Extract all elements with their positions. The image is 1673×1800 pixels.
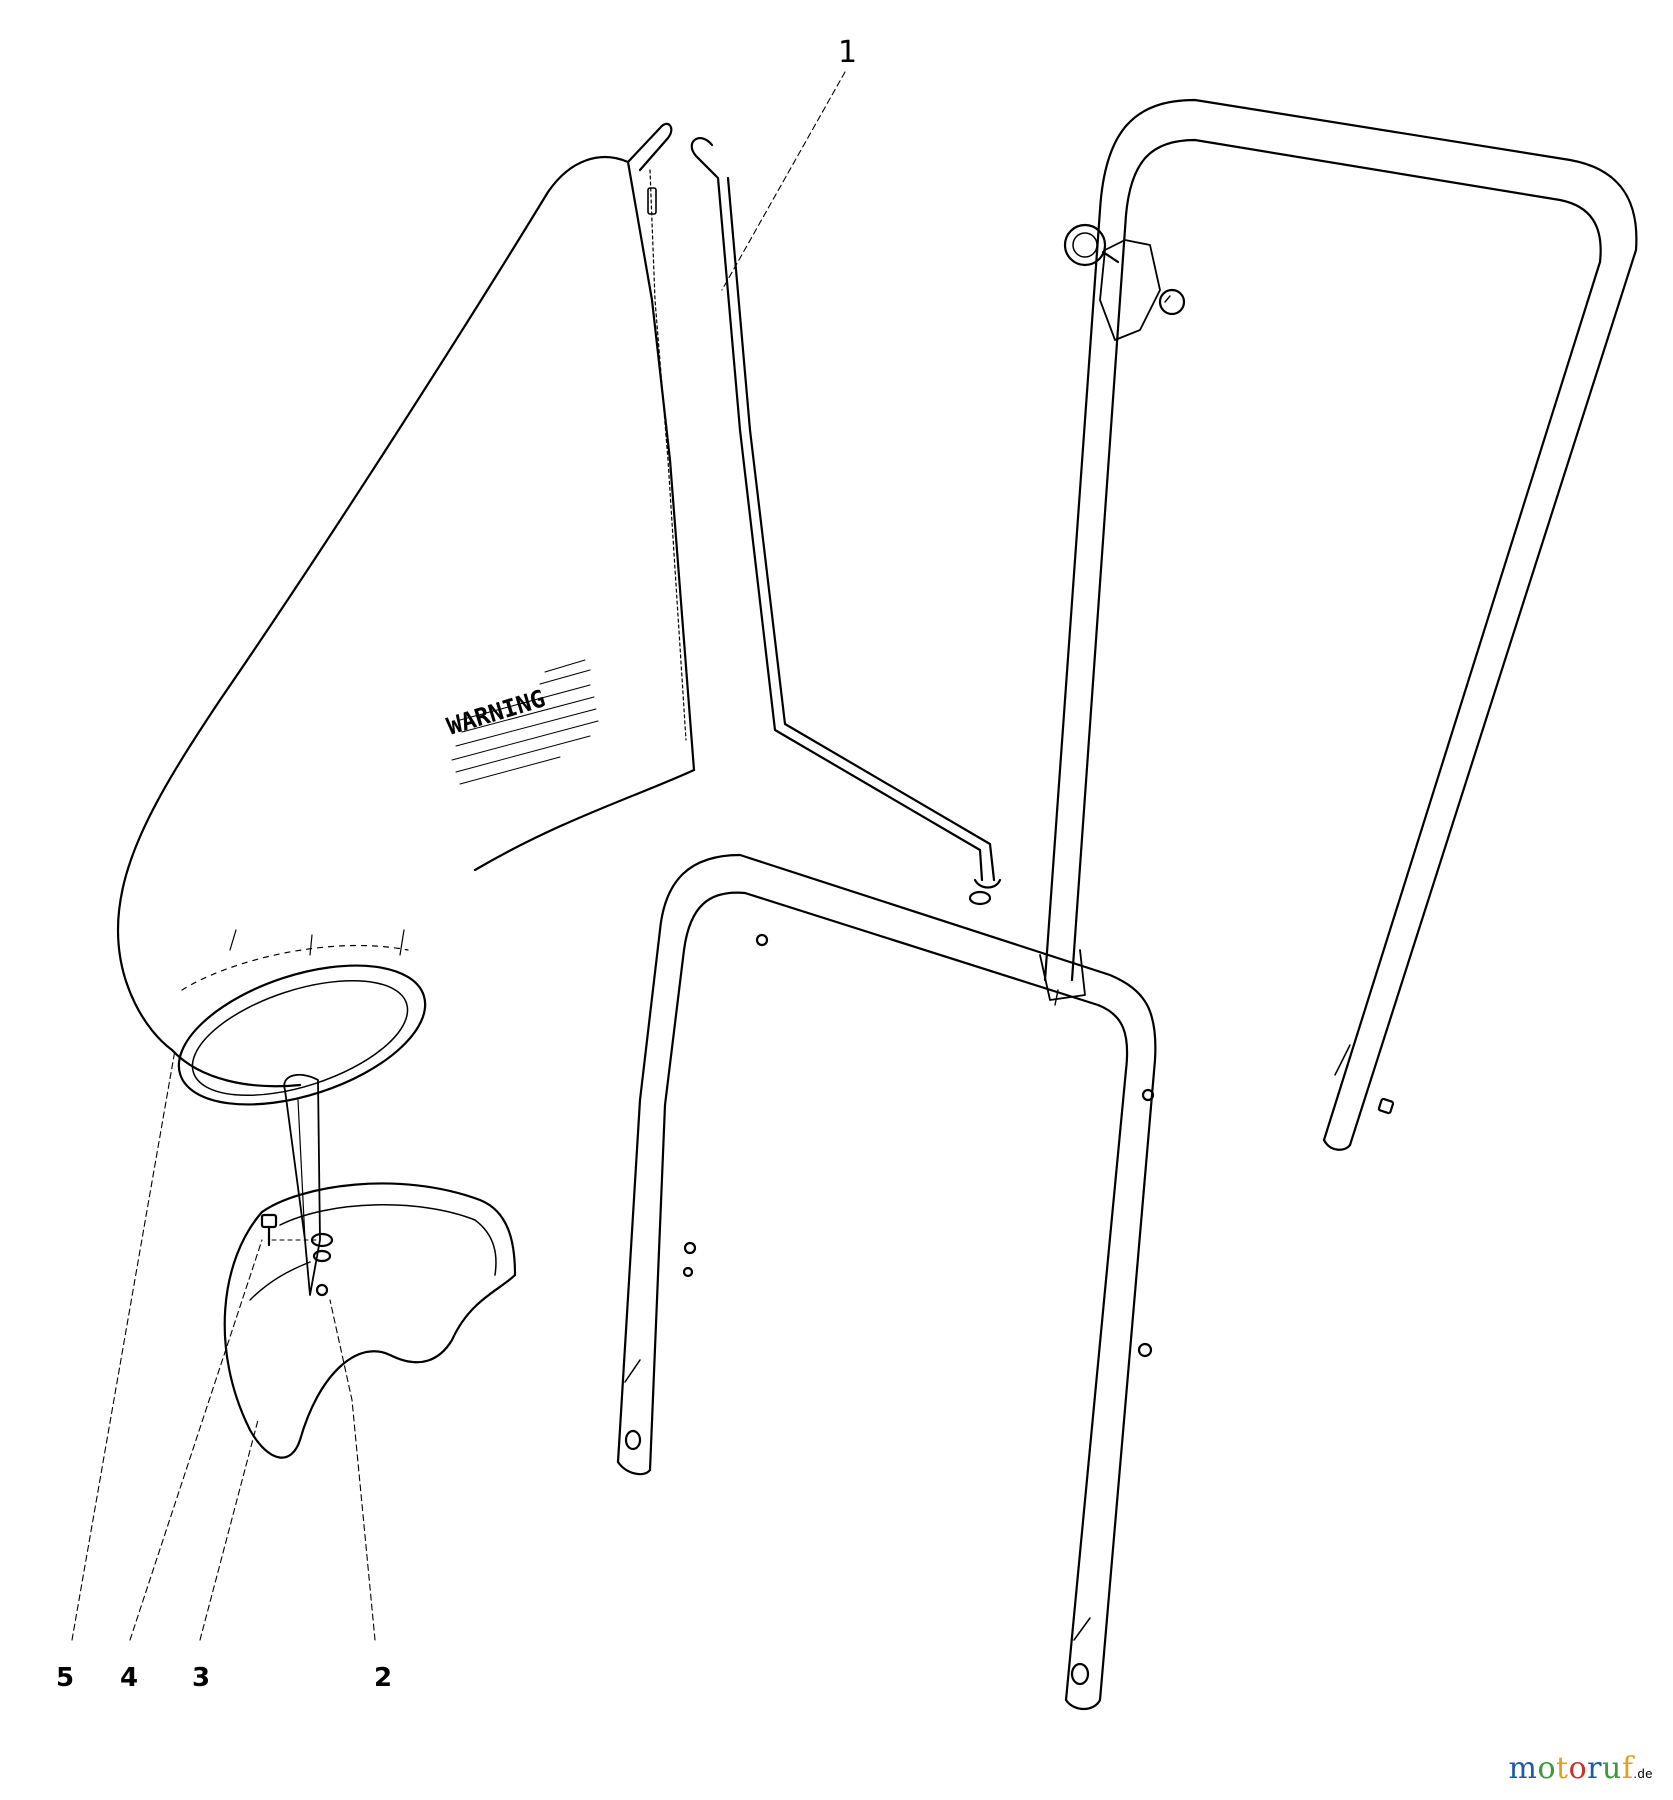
leader-lines	[71, 71, 846, 1641]
callout-3: 3	[192, 1663, 210, 1693]
watermark-letter: t	[1556, 1751, 1569, 1786]
deflector-shield	[223, 1073, 517, 1459]
watermark-suffix: .de	[1633, 1766, 1653, 1781]
bag-warning-label: WARNING	[444, 684, 549, 740]
watermark-logo: motoruf.de	[1509, 1751, 1654, 1786]
watermark-letter: m	[1508, 1751, 1538, 1786]
callout-4: 4	[120, 1663, 138, 1693]
callout-5: 5	[56, 1663, 74, 1693]
watermark-letter: o	[1568, 1751, 1588, 1786]
watermark-letter: o	[1537, 1751, 1557, 1786]
callout-1: 1	[838, 35, 857, 70]
support-rod	[690, 137, 1002, 889]
watermark-letter: r	[1587, 1751, 1602, 1786]
watermark-text: motoruf	[1509, 1751, 1634, 1786]
callout-2: 2	[374, 1663, 392, 1693]
watermark-letter: u	[1601, 1751, 1622, 1786]
watermark-letter: f	[1621, 1751, 1634, 1786]
warning-decal-lines	[451, 659, 599, 785]
lower-handle	[616, 853, 1157, 1711]
upper-handle	[1039, 98, 1638, 1151]
grass-bag	[116, 122, 696, 1106]
